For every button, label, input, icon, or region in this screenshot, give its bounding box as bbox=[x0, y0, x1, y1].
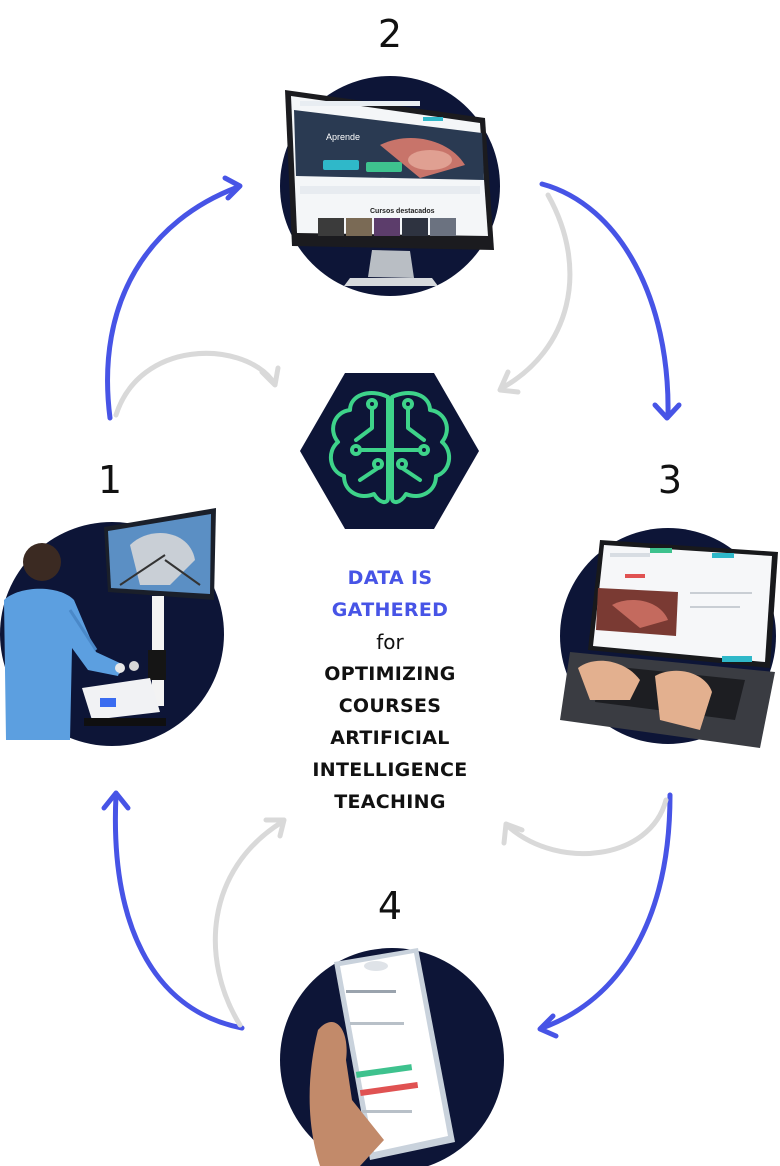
step-number-1: 1 bbox=[97, 458, 123, 502]
monitor-hero-title: Aprende bbox=[326, 132, 360, 142]
gray-arrow-4 bbox=[212, 819, 285, 1028]
center-line-2: GATHERED bbox=[331, 599, 449, 621]
gray-arrow-1-head bbox=[259, 365, 281, 388]
arrow-2-to-3 bbox=[539, 181, 671, 418]
gray-arrow-2-head bbox=[497, 369, 521, 395]
monitor-featured-label: Cursos destacados bbox=[370, 208, 435, 215]
center-item-courses: COURSES bbox=[338, 695, 442, 717]
arrow-2-to-3-head bbox=[652, 402, 682, 421]
arrow-3-to-4-head bbox=[537, 1013, 559, 1039]
gray-arrow-1 bbox=[113, 350, 275, 418]
desktop-monitor-photo: Aprende Cursos destacados bbox=[285, 90, 494, 286]
gray-arrow-3-head bbox=[501, 821, 525, 846]
ai-brain-circuit-icon bbox=[328, 391, 452, 505]
gray-arrow-2 bbox=[499, 192, 573, 391]
arrow-1-to-2 bbox=[105, 184, 241, 421]
arrow-3-to-4 bbox=[539, 792, 673, 1031]
center-item-intelligence: INTELLIGENCE bbox=[312, 759, 468, 781]
step-number-2: 2 bbox=[377, 12, 403, 56]
gray-arrow-3 bbox=[507, 797, 669, 857]
arrow-4-to-1 bbox=[112, 792, 245, 1031]
center-item-artificial: ARTIFICIAL bbox=[330, 727, 450, 749]
smartphone-photo bbox=[309, 948, 455, 1166]
center-text-block: DATA IS GATHERED for OPTIMIZING COURSES … bbox=[290, 562, 490, 818]
center-line-1: DATA IS bbox=[347, 567, 433, 589]
step-number-3: 3 bbox=[657, 458, 683, 502]
arrow-1-to-2-head bbox=[222, 175, 243, 201]
center-item-optimizing: OPTIMIZING bbox=[324, 663, 456, 685]
center-connector: for bbox=[376, 630, 404, 654]
center-item-teaching: TEACHING bbox=[334, 791, 446, 813]
step-number-4: 4 bbox=[377, 884, 403, 928]
arrow-4-to-1-head bbox=[101, 790, 131, 811]
gray-arrow-4-head bbox=[263, 817, 287, 839]
surgical-simulator-photo bbox=[4, 508, 216, 740]
laptop-photo bbox=[560, 540, 778, 748]
